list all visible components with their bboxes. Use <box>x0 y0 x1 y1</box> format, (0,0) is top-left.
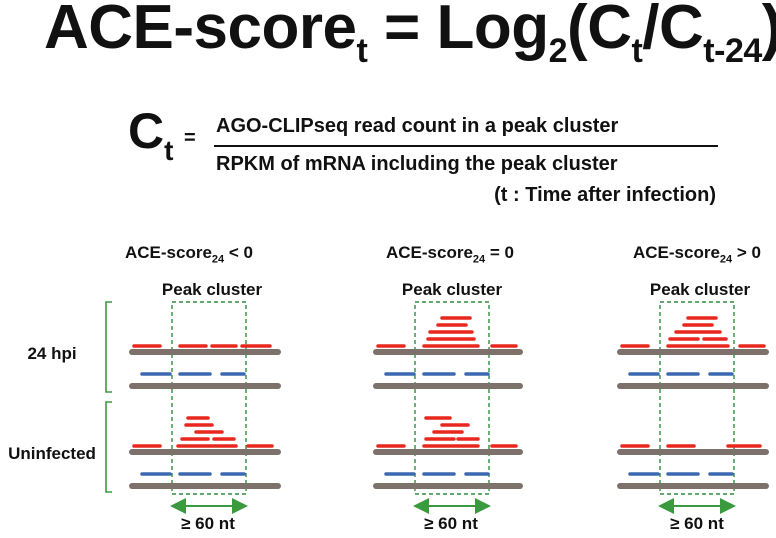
column-title-sub: 24 <box>719 253 733 266</box>
equation-log-base: 2 <box>548 32 568 70</box>
fraction-line <box>214 145 718 147</box>
width-label: ≥ 60 nt <box>424 514 478 533</box>
column-title-sub: 24 <box>211 253 225 266</box>
width-label: ≥ 60 nt <box>181 514 235 533</box>
bracket-24hpi <box>105 301 112 393</box>
ct-denominator: RPKM of mRNA including the peak cluster <box>216 153 618 175</box>
column-title-text: ACE-score <box>385 243 473 262</box>
column-title-sub: 24 <box>472 253 486 266</box>
column-title-text: ACE-score <box>124 243 212 262</box>
peak-cluster-box <box>171 301 247 495</box>
equation-slash: /C <box>642 0 704 62</box>
ct-numerator: AGO-CLIPseq read count in a peak cluster <box>216 115 619 137</box>
column-title-text: ACE-score <box>632 243 720 262</box>
column-title-rest: = 0 <box>485 243 514 262</box>
ct-symbol: Ct <box>128 106 173 165</box>
column-title-negative: ACE-score24 < 0 <box>79 243 299 265</box>
equation-open: (C <box>567 0 632 62</box>
sequencing-reads <box>132 316 766 476</box>
ct-equals: = <box>184 127 196 149</box>
width-label: ≥ 60 nt <box>670 514 724 533</box>
equation-lhs-sub: t <box>356 32 368 70</box>
peak-cluster-box <box>414 301 490 495</box>
row-label-24hpi: 24 hpi <box>27 344 77 363</box>
peak-cluster-box <box>659 301 735 495</box>
equation-num-sub: t <box>631 32 643 70</box>
ct-sub: t <box>164 135 174 166</box>
peak-cluster-label: Peak cluster <box>161 280 263 299</box>
column-title-rest: < 0 <box>224 243 253 262</box>
ct-letter: C <box>128 103 165 159</box>
equation-log: Log <box>436 0 550 62</box>
bracket-uninfected <box>105 401 112 493</box>
ct-note: (t : Time after infection) <box>494 184 716 206</box>
equation-lhs: ACE-score <box>44 0 357 62</box>
equation-equals: = <box>367 0 437 62</box>
peak-cluster-label: Peak cluster <box>649 280 751 299</box>
equation-den-sub: t-24 <box>703 32 762 70</box>
mrna-strands <box>129 349 769 489</box>
row-label-uninfected: Uninfected <box>8 444 96 463</box>
ace-score-equation: ACE-scoret = Log2(Ct/Ct-24) <box>44 0 776 70</box>
equation-close: ) <box>762 0 776 62</box>
peak-cluster-label: Peak cluster <box>401 280 503 299</box>
column-title-rest: > 0 <box>732 243 761 262</box>
column-title-zero: ACE-score24 = 0 <box>340 243 560 265</box>
column-title-positive: ACE-score24 > 0 <box>587 243 776 265</box>
